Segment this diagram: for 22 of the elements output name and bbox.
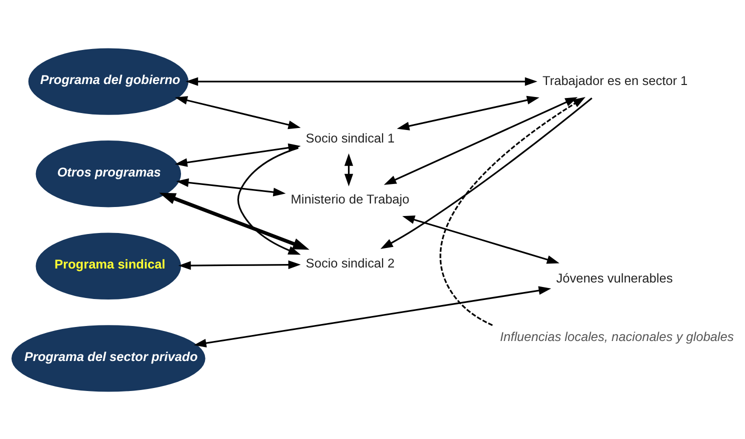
node-ellipse: Programa sindical: [36, 232, 182, 299]
node-ellipse: Programa del sector privado: [11, 324, 206, 392]
arrow: [380, 97, 592, 248]
node-text: Trabajador es en sector 1: [542, 72, 688, 88]
node-text: Influencias locales, nacionales y globales: [500, 328, 734, 344]
arrow: [440, 96, 586, 326]
arrow: [178, 260, 301, 270]
arrow: [402, 215, 560, 264]
arrow: [159, 192, 310, 250]
node-text: Ministerio de Trabajo: [290, 191, 410, 206]
arrow: [176, 178, 286, 196]
arrow: [396, 95, 540, 130]
node-text: Socio sindical 1: [306, 130, 395, 146]
arrow: [186, 76, 538, 86]
arrow: [384, 96, 578, 184]
arrow: [174, 96, 301, 129]
node-ellipse: Otros programas: [36, 140, 182, 207]
arrow: [344, 152, 354, 186]
arrow: [194, 286, 552, 347]
node-text: Socio sindical 2: [306, 255, 395, 270]
node-text: Jóvenes vulnerables: [556, 270, 673, 285]
arrow: [237, 146, 301, 254]
